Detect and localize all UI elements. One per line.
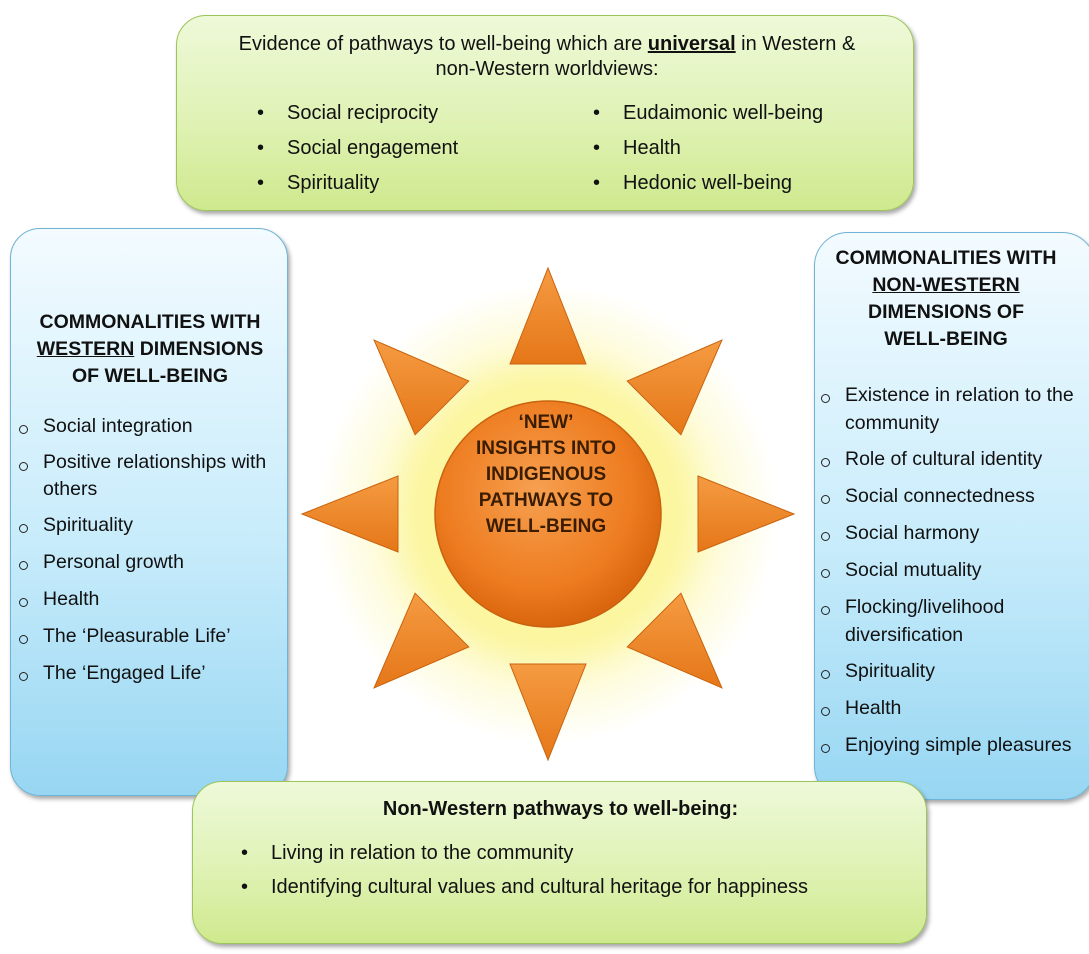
list-item: Spirituality (815, 657, 1085, 686)
heading-line: COMMONALITIES WITH (39, 311, 261, 333)
list-item: Living in relation to the community (233, 836, 808, 870)
heading-emphasis: WESTERN (36, 338, 135, 360)
non-western-pathways-box: Non-Western pathways to well-being: Livi… (192, 781, 927, 944)
list-item: Health (13, 585, 273, 614)
sun-ray (300, 475, 399, 553)
list-item: Health (815, 694, 1085, 723)
heading-text: non-Western worldviews: (435, 58, 659, 80)
heading-line: NON-WESTERN (815, 272, 1077, 299)
list-item: Flocking/livelihood diversification (815, 593, 1085, 649)
list-item: Social integration (13, 412, 273, 441)
center-line: ‘NEW’ (518, 412, 574, 433)
universal-list-right: Eudaimonic well-being Health Hedonic wel… (585, 96, 823, 201)
heading-text: Evidence of pathways to well-being which… (238, 33, 648, 55)
sun-rays (300, 266, 796, 762)
heading-text: DIMENSIONS (134, 338, 264, 360)
heading-line: COMMONALITIES WITH (835, 247, 1057, 269)
center-title: ‘NEW’ INSIGHTS INTO INDIGENOUS PATHWAYS … (436, 410, 656, 540)
list-item: Spirituality (249, 166, 458, 201)
non-western-commonalities-box: COMMONALITIES WITH NON-WESTERN DIMENSION… (814, 232, 1089, 800)
western-heading: COMMONALITIES WITH WESTERN DIMENSIONS OF… (11, 309, 289, 390)
sun-ray (626, 339, 723, 436)
list-item: Hedonic well-being (585, 166, 823, 201)
non-western-pathways-list: Living in relation to the community Iden… (233, 836, 808, 904)
list-item: Social engagement (249, 131, 458, 166)
heading-emphasis: universal (647, 33, 736, 55)
heading-line: WESTERN DIMENSIONS (11, 336, 289, 363)
list-item: The ‘Pleasurable Life’ (13, 622, 273, 651)
list-item: The ‘Engaged Life’ (13, 659, 273, 688)
center-line: WELL-BEING (485, 516, 607, 537)
list-item: Enjoying simple pleasures (815, 731, 1085, 760)
sun-ray (697, 475, 796, 553)
universal-list-left: Social reciprocity Social engagement Spi… (249, 96, 458, 201)
sun-ray (373, 339, 470, 436)
heading-text: in Western & (735, 33, 856, 55)
universal-heading: Evidence of pathways to well-being which… (217, 32, 877, 82)
list-item: Health (585, 131, 823, 166)
sun-ray (373, 592, 470, 689)
list-item: Role of cultural identity (815, 445, 1085, 474)
heading-line: OF WELL-BEING (72, 365, 228, 387)
sun-core-fill (434, 400, 662, 628)
list-item: Personal growth (13, 548, 273, 577)
list-item: Social harmony (815, 519, 1085, 548)
sun-ray (509, 266, 587, 365)
non-western-list: Existence in relation to the community R… (815, 381, 1085, 768)
sun-ray (626, 592, 723, 689)
center-line: INSIGHTS INTO (475, 438, 617, 459)
sun-graphic (300, 266, 796, 762)
list-item: Spirituality (13, 511, 273, 540)
western-commonalities-box: COMMONALITIES WITH WESTERN DIMENSIONS OF… (10, 228, 288, 796)
sun-ray (509, 663, 587, 762)
list-item: Social connectedness (815, 482, 1085, 511)
western-list: Social integration Positive relationship… (13, 412, 273, 696)
non-western-heading: COMMONALITIES WITH NON-WESTERN DIMENSION… (815, 245, 1077, 353)
universal-pathways-box: Evidence of pathways to well-being which… (176, 15, 914, 211)
center-line: PATHWAYS TO (478, 490, 614, 511)
heading-line: DIMENSIONS OF (867, 301, 1024, 323)
list-item: Positive relationships with others (13, 449, 273, 503)
list-item: Eudaimonic well-being (585, 96, 823, 131)
list-item: Social mutuality (815, 556, 1085, 585)
heading-line: WELL-BEING (884, 328, 1008, 350)
center-line: INDIGENOUS (485, 464, 607, 485)
heading-emphasis: NON-WESTERN (872, 274, 1020, 296)
list-item: Identifying cultural values and cultural… (233, 870, 808, 904)
non-western-pathways-heading: Non-Western pathways to well-being: (382, 798, 739, 820)
list-item: Social reciprocity (249, 96, 458, 131)
list-item: Existence in relation to the community (815, 381, 1085, 437)
